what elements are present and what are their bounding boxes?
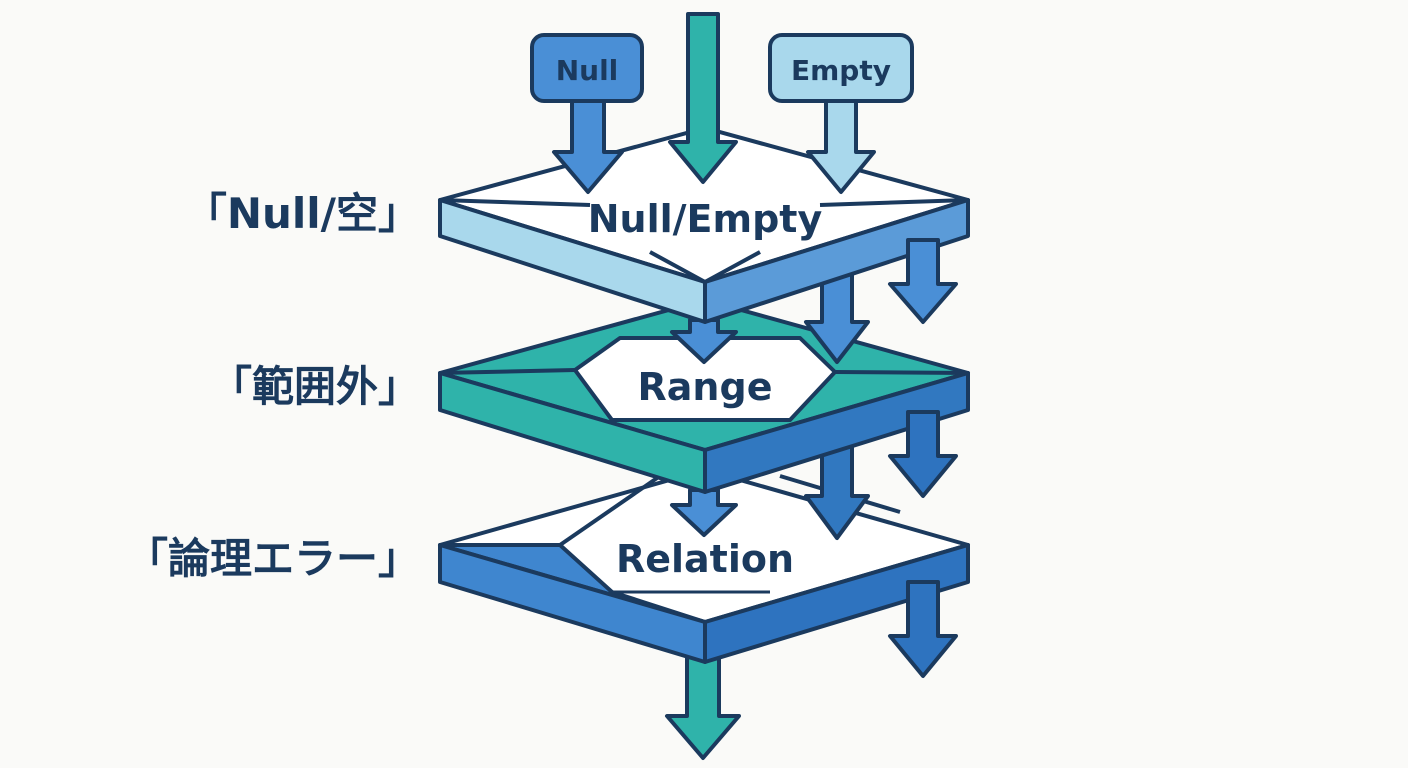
input-box-empty [768, 33, 914, 103]
connector-arrow-null-range-center [670, 318, 738, 364]
connector-arrow-range-relation-right [804, 438, 870, 540]
side-arrow-relation [888, 580, 958, 678]
layer-null-empty-label: Null/Empty [588, 197, 823, 241]
connector-arrow-range-relation-center [670, 488, 738, 537]
side-arrow-null-empty [888, 238, 958, 324]
input-arrow-center [668, 12, 738, 184]
connector-arrow-null-range-right [804, 268, 870, 364]
layer-range-label: Range [638, 365, 773, 409]
input-arrow-empty [806, 96, 876, 194]
input-box-null [530, 33, 644, 103]
layer-relation-label: Relation [616, 537, 794, 581]
side-label-null-empty: 「Null/空」 [184, 189, 420, 238]
input-null-text: Null [556, 54, 619, 87]
side-label-range: 「範囲外」 [209, 362, 420, 411]
input-arrow-null [552, 96, 624, 194]
input-empty-text: Empty [791, 54, 891, 87]
side-label-relation: 「論理エラー」 [125, 534, 420, 583]
side-arrow-range [888, 410, 958, 498]
